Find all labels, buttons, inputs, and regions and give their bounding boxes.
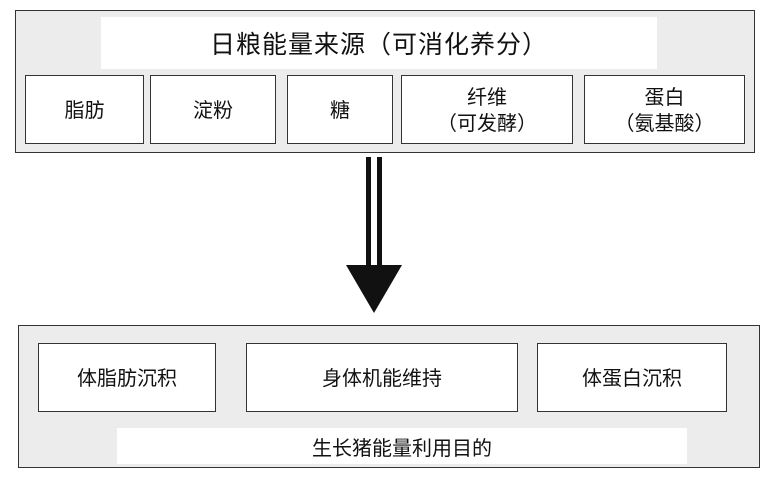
source-sugar-box: 糖: [287, 75, 393, 144]
energy-uses-panel: 体脂肪沉积 身体机能维持 体蛋白沉积 生长猪能量利用目的: [18, 325, 760, 468]
source-starch-box: 淀粉: [150, 75, 276, 144]
energy-uses-title: 生长猪能量利用目的: [117, 428, 687, 464]
use-fat-deposition-box: 体脂肪沉积: [38, 343, 216, 412]
use-fat-deposition-label: 体脂肪沉积: [77, 365, 177, 390]
energy-sources-panel: 日粮能量来源（可消化养分） 脂肪 淀粉 糖 纤维 （可发酵） 蛋白 （氨基酸）: [15, 10, 755, 153]
source-protein-label: 蛋白: [644, 84, 685, 109]
source-fat-box: 脂肪: [25, 75, 144, 144]
source-fiber-label: 纤维: [467, 84, 507, 109]
use-protein-deposition-label: 体蛋白沉积: [582, 365, 682, 390]
use-maintenance-label: 身体机能维持: [322, 365, 442, 390]
source-protein-sublabel: （氨基酸）: [614, 110, 715, 135]
source-sugar-label: 糖: [330, 97, 350, 122]
source-starch-label: 淀粉: [193, 97, 233, 122]
source-fiber-box: 纤维 （可发酵）: [401, 75, 573, 144]
source-fat-label: 脂肪: [64, 97, 105, 122]
source-fiber-sublabel: （可发酵）: [437, 110, 537, 135]
use-maintenance-box: 身体机能维持: [246, 343, 518, 412]
source-protein-box: 蛋白 （氨基酸）: [584, 75, 745, 144]
use-protein-deposition-box: 体蛋白沉积: [537, 343, 727, 412]
down-arrow-icon: [346, 157, 402, 313]
energy-sources-title: 日粮能量来源（可消化养分）: [101, 17, 657, 69]
